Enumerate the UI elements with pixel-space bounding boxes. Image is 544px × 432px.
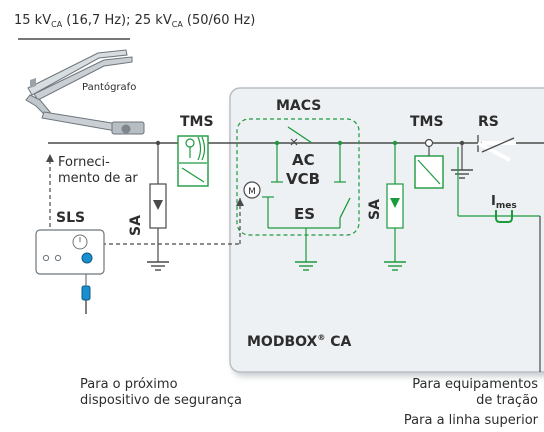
es-switch-blade — [339, 197, 351, 219]
pantograph-label: Pantógrafo — [82, 81, 136, 93]
air-arrow-icon — [46, 154, 54, 162]
sls-label: SLS — [56, 210, 85, 226]
macs-boundary — [236, 118, 360, 236]
next-device-label-2: dispositivo de segurança — [80, 393, 242, 408]
ac-label: AC — [292, 151, 315, 169]
modbox-housing — [229, 87, 544, 373]
vcb-label: VCB — [286, 170, 320, 188]
sls-device — [35, 229, 105, 275]
motor-label: M — [248, 187, 256, 197]
sls-key-icon — [81, 285, 91, 301]
sls-key-knob-icon[interactable] — [81, 252, 93, 264]
air-supply-label-1: Forneci- — [58, 155, 110, 170]
tms-left-label: TMS — [180, 114, 214, 130]
motor-arrow-icon — [236, 198, 244, 206]
sa-right-label: SA — [367, 199, 383, 220]
rs-switch-blade — [481, 137, 515, 153]
tms-right-label: TMS — [410, 114, 444, 130]
pantograph-icon — [25, 49, 145, 135]
traction-label-1: Para equipamentos — [412, 377, 538, 392]
rs-label: RS — [478, 114, 499, 130]
modbox-brand: MODBOX® CA — [247, 333, 351, 350]
air-supply-label-2: mento de ar — [58, 171, 138, 186]
es-label: ES — [294, 205, 315, 223]
sa-left-label: SA — [128, 215, 144, 236]
vcb-switch-blade — [287, 126, 313, 144]
motor-icon — [243, 181, 261, 199]
current-sensor-icon — [495, 210, 513, 223]
imes-label: Imes — [491, 194, 517, 211]
next-device-label-1: Para o próximo — [80, 377, 178, 392]
traction-label-2: de tração — [476, 393, 538, 408]
roof-line-label: Para a linha superior — [404, 413, 539, 428]
supply-voltage-title: 15 kVCA (16,7 Hz); 25 kVCA (50/60 Hz) — [14, 13, 255, 29]
arrester-arrow-icon — [153, 200, 163, 210]
macs-label: MACS — [276, 98, 321, 114]
